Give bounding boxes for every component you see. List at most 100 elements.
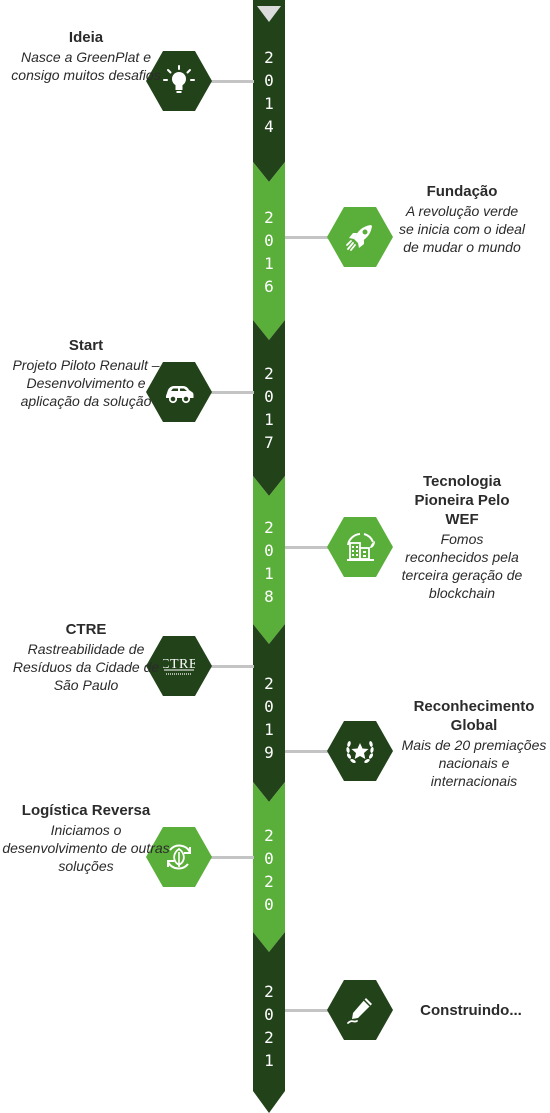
year-digit: 2 xyxy=(264,872,274,891)
year-digit: 2 xyxy=(264,364,274,383)
rocket-icon xyxy=(344,221,376,253)
connector-line xyxy=(285,546,329,549)
milestone-description: Rastreabilidade de Resíduos da Cidade de… xyxy=(12,641,160,693)
milestone-hexagon xyxy=(146,362,212,422)
segment-shape xyxy=(253,162,285,340)
year-digit: 1 xyxy=(264,1051,274,1070)
year-digit: 0 xyxy=(264,895,274,914)
milestone-title: Reconhecimento Global xyxy=(413,698,535,734)
year-digit: 2 xyxy=(264,674,274,693)
year-digit: 1 xyxy=(264,410,274,429)
milestone-label: Construindo... xyxy=(396,1001,546,1021)
lightbulb-icon xyxy=(163,65,195,97)
connector-line xyxy=(210,665,254,668)
year-digit: 1 xyxy=(264,94,274,113)
milestone-title: Logística Reversa xyxy=(21,802,151,819)
milestone-description: Nasce a GreenPlat e consigo muitos desaf… xyxy=(11,49,161,83)
milestone-title: Fundação xyxy=(426,183,498,200)
year-digit: 1 xyxy=(264,564,274,583)
milestone-label: Fundação A revolução verde se inicia com … xyxy=(398,182,526,256)
year-digit: 0 xyxy=(264,231,274,250)
milestone-description: Mais de 20 premiações nacionais e intern… xyxy=(401,737,547,789)
year-digit: 0 xyxy=(264,1005,274,1024)
milestone-title: Construindo... xyxy=(420,1002,522,1019)
connector-line xyxy=(285,236,329,239)
segment-shape xyxy=(253,932,285,1113)
svg-text:CTRE: CTRE xyxy=(163,657,195,672)
milestone-title: Tecnologia Pioneira Pelo WEF xyxy=(414,473,510,528)
milestone-description: A revolução verde se inicia com o ideal … xyxy=(398,203,526,255)
milestone-description: Fomos reconhecidos pela terceira geração… xyxy=(401,531,523,601)
segment-shape xyxy=(253,624,285,802)
hexagon-shape xyxy=(146,636,212,696)
ctre-logo: CTRE xyxy=(160,650,197,682)
year-digit: 2 xyxy=(264,826,274,845)
segment-shape xyxy=(253,320,285,496)
year-digit: 2 xyxy=(264,48,274,67)
milestone-title: Start xyxy=(68,337,104,354)
segment-shape xyxy=(253,0,285,182)
connector-line xyxy=(210,856,254,859)
year-digit: 2 xyxy=(264,982,274,1001)
year-digit: 1 xyxy=(264,720,274,739)
pen-icon xyxy=(344,994,376,1026)
year-digit: 4 xyxy=(264,117,274,136)
milestone-title: CTRE xyxy=(65,621,107,638)
year-digit: 9 xyxy=(264,743,274,762)
year-digit: 0 xyxy=(264,71,274,90)
milestone-hexagon xyxy=(146,51,212,111)
milestone-hexagon: CTRE xyxy=(146,636,212,696)
year-digit: 2 xyxy=(264,208,274,227)
year-digit: 2 xyxy=(264,1028,274,1047)
car-icon xyxy=(163,376,195,408)
year-digit: 8 xyxy=(264,587,274,606)
milestone-hexagon xyxy=(146,827,212,887)
milestone-hexagon xyxy=(327,517,393,577)
year-digit: 1 xyxy=(264,254,274,273)
connector-line xyxy=(285,1009,329,1012)
milestone-hexagon xyxy=(327,721,393,781)
laurel-star-icon xyxy=(344,735,376,767)
year-digit: 7 xyxy=(264,433,274,452)
connector-line xyxy=(210,391,254,394)
milestone-hexagon xyxy=(327,207,393,267)
connector-line xyxy=(285,750,329,753)
recycle-leaf-icon xyxy=(163,841,195,873)
milestone-description: Iniciamos o desenvolvimento de outras so… xyxy=(2,822,170,874)
year-digit: 0 xyxy=(264,387,274,406)
year-digit: 0 xyxy=(264,697,274,716)
segment-shape xyxy=(253,782,285,952)
year-digit: 0 xyxy=(264,849,274,868)
year-digit: 0 xyxy=(264,541,274,560)
milestone-hexagon xyxy=(327,980,393,1040)
milestone-description: Projeto Piloto Renault – Desenvolvimento… xyxy=(12,357,160,409)
connector-line xyxy=(210,80,254,83)
milestone-label: CTRE Rastreabilidade de Resíduos da Cidad… xyxy=(0,620,172,694)
segment-shape xyxy=(253,476,285,644)
year-digit: 6 xyxy=(264,277,274,296)
milestone-title: Ideia xyxy=(68,29,104,46)
year-digit: 2 xyxy=(264,518,274,537)
smart-building-icon xyxy=(344,531,376,563)
top-cap-triangle xyxy=(257,6,281,22)
